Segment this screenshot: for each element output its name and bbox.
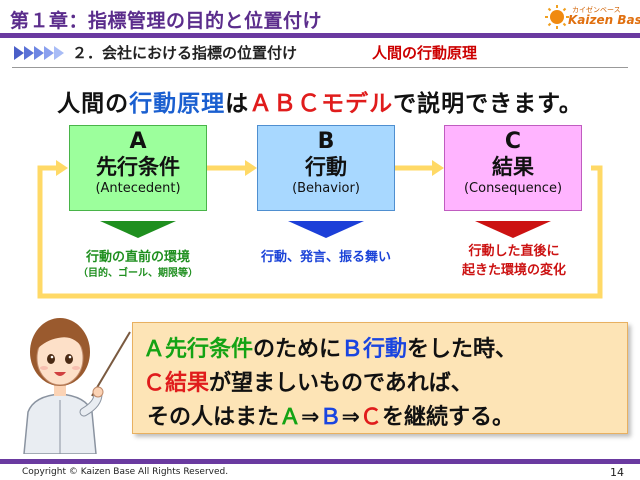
red-down-arrow-icon (475, 221, 551, 238)
conclusion-line-1: Ａ先行条件のためにＢ行動をした時、 (143, 331, 517, 363)
antecedent-description: 行動の直前の環境 (85, 250, 190, 265)
highlight-c: Ｃ (359, 405, 382, 430)
headline-highlight: ＡＢＣモデル (249, 91, 394, 117)
box-letter: A (129, 129, 147, 154)
kaizen-base-logo: カイゼンベース Kaizen Base (544, 4, 640, 30)
headline-highlight: 行動原理 (129, 91, 226, 117)
box-consequence: C 結果 (Consequence) (444, 125, 582, 211)
arrowhead-b-to-c-icon (432, 160, 444, 176)
box-title: 行動 (305, 155, 347, 179)
consequence-description-line1: 行動した直後に (468, 244, 560, 259)
conclusion-text: のために (253, 337, 342, 362)
box-letter: B (317, 129, 335, 154)
section-heading: ２．会社における指標の位置付け (72, 44, 298, 62)
copyright-text: Copyright © Kaizen Base All Rights Reser… (22, 467, 229, 477)
feedback-loop-line (37, 165, 603, 299)
conclusion-line-3: その人はまたＡ⇒Ｂ⇒Ｃを継続する。 (147, 399, 514, 431)
headline: 人間の行動原理はＡＢＣモデルで説明できます。 (0, 84, 640, 118)
highlight-a: Ａ (279, 405, 302, 430)
section-underline (12, 67, 628, 68)
headline-part: は (225, 91, 250, 117)
section-arrows-icon (14, 46, 64, 60)
box-title: 結果 (492, 155, 534, 179)
logo-text: Kaizen Base (568, 13, 640, 27)
conclusion-text: が望ましいものであれば、 (209, 371, 473, 396)
consequence-description-line2: 起きた環境の変化 (461, 263, 566, 278)
conclusion-box: Ａ先行条件のためにＢ行動をした時、 Ｃ結果が望ましいものであれば、 その人はまた… (132, 322, 628, 434)
behavior-description: 行動、発言、振る舞い (260, 250, 391, 265)
conclusion-text: をした時、 (407, 337, 518, 362)
highlight-c: Ｃ結果 (143, 371, 210, 396)
conclusion-text: を継続する。 (381, 405, 514, 430)
box-english: (Antecedent) (95, 181, 181, 196)
header-divider (0, 33, 640, 38)
box-english: (Behavior) (292, 181, 360, 196)
highlight-b: Ｂ (319, 405, 342, 430)
box-title: 先行条件 (96, 155, 180, 179)
highlight-b: Ｂ行動 (341, 337, 408, 362)
conclusion-text: その人はまた (147, 405, 280, 430)
blue-down-arrow-icon (288, 221, 364, 238)
conclusion-line-2: Ｃ結果が望ましいものであれば、 (143, 365, 473, 397)
arrowhead-a-to-b-icon (245, 160, 257, 176)
headline-part: 人間の (57, 91, 130, 117)
slide-title: 第１章：指標管理の目的と位置付け (10, 10, 323, 32)
highlight-a: Ａ先行条件 (143, 337, 254, 362)
footer-divider (0, 459, 640, 464)
green-down-arrow-icon (100, 221, 176, 238)
section-subheading: 人間の行動原理 (372, 44, 478, 62)
box-behavior: B 行動 (Behavior) (257, 125, 395, 211)
page-number: 14 (610, 466, 624, 479)
box-antecedent: A 先行条件 (Antecedent) (69, 125, 207, 211)
logo-subtext: カイゼンベース (572, 6, 621, 14)
loop-arrowhead-icon (56, 160, 68, 176)
box-english: (Consequence) (463, 181, 563, 196)
arrow-symbol: ⇒ (341, 405, 360, 430)
presenter-character-icon (23, 318, 131, 454)
box-letter: C (504, 129, 522, 154)
sun-icon (545, 5, 569, 29)
headline-part: で説明できます。 (393, 91, 583, 117)
antecedent-examples: （目的、ゴール、期限等） (78, 268, 198, 279)
arrow-symbol: ⇒ (301, 405, 320, 430)
